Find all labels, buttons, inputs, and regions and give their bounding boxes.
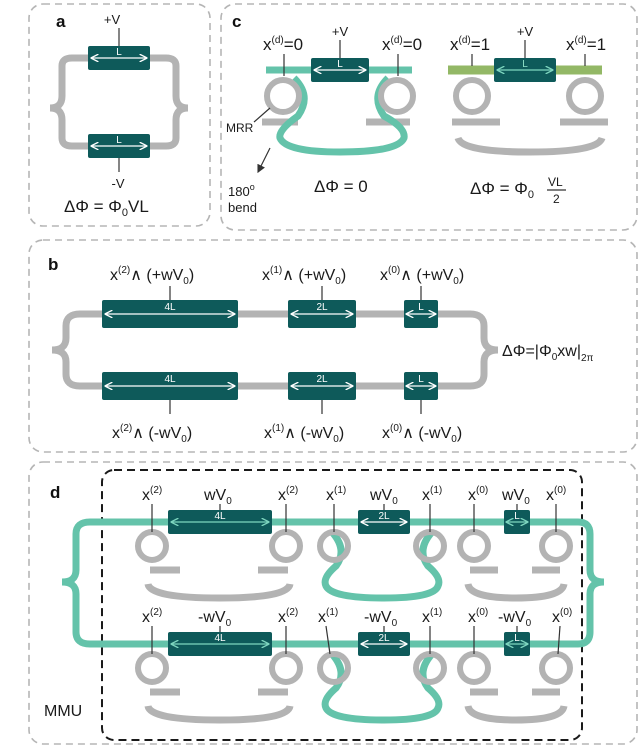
panel-b-bottom-label-2: x(2)∧ (-wV0) [112,423,192,445]
panel-d-top-unit1-bend [144,566,294,602]
panel-d-bottom-unit1-mod-label: 4L [214,633,226,644]
panel-b-bottom-label-0: x(0)∧ (-wV0) [382,423,462,445]
panel-b-bottom-label-1: x(1)∧ (-wV0) [264,423,344,445]
panel-d-bottom-unit2-mod-label: 2L [378,633,390,644]
panel-c-mrr-label: MRR [226,121,254,135]
panel-c-left-equation: ΔΦ = 0 [314,177,368,196]
panel-a-waveguide [49,54,189,150]
panel-d-bottom-x-2a: x(2) [142,607,162,626]
panel-c-left-mod-label: L [337,59,343,70]
panel-d-top-w-1: wV0 [203,487,232,507]
panel-b-top-mod-4L-label: 4L [164,302,176,313]
panel-d-bottom-w-1: -wV0 [198,609,232,629]
panel-c-right-voltage: +V [517,24,534,39]
panel-d-top-unit3-bend [464,566,568,602]
panel-d-bottom-x-1b: x(1) [422,607,442,626]
panel-d-top-unit2-mod-label: 2L [378,511,390,522]
panel-b-top-mod-2L-label: 2L [316,302,328,313]
panel-c-right-lower [452,118,608,156]
panel-b-top-label-2: x(2)∧ (+wV0) [110,265,194,287]
panel-d-bottom-w-2: -wV0 [364,609,398,629]
panel-a: a +V L L -V ΔΦ = Φ0VL [28,3,211,227]
panel-c-right-mod-label: L [522,59,528,70]
panel-d-frame [28,461,638,745]
panel-b-bottom-mod-L-label: L [418,374,424,385]
panel-d-top-x-0a: x(0) [468,485,488,504]
panel-d-top-x-0b: x(0) [546,485,566,504]
panel-d-top-x-2b: x(2) [278,485,298,504]
panel-c-bend-label-2: bend [228,200,257,215]
panel-d-top-w-2: wV0 [369,487,398,507]
panel-d-top-w-3: wV0 [501,487,530,507]
panel-c-bend-label: 180o [228,182,255,199]
panel-d-bottom-x-2b: x(2) [278,607,298,626]
panel-a-equation: ΔΦ = Φ0VL [64,197,149,219]
panel-d-bottom-x-0b: x(0) [552,607,572,626]
panel-d-top-unit1-ring2 [269,529,303,563]
panel-d-bottom-unit2-bend [321,651,443,724]
panel-d-mmu-frame [101,469,583,741]
panel-c-left-ring-1 [264,77,302,115]
panel-b-bottom-mod-4L-label: 4L [164,374,176,385]
panel-d-bottom-x-0a: x(0) [468,607,488,626]
panel-c-left-x1: x(d)=0 [263,35,303,54]
panel-c: c L +V x(d)=0 x(d)=0 MRR 180o bend ΔΦ = … [220,3,638,231]
panel-c-label: c [232,12,241,31]
panel-d-top-unit3-ring1 [457,529,491,563]
panel-c-right-ring-2 [566,77,604,115]
panel-d-bottom-unit3-mod-label: L [514,633,520,644]
panel-c-right-eq-num: VL [548,175,563,189]
panel-d-bottom-unit2-ring1 [317,651,351,685]
panel-d-top-unit1-mod-label: 4L [214,511,226,522]
panel-a-bottom-voltage: -V [112,176,125,191]
panel-d-bottom-unit3-bend [464,688,568,724]
panel-d-top-unit1-ring1 [135,529,169,563]
panel-b-equation: ΔΦ=|Φ0xw|2π [502,343,594,364]
panel-d-top-unit3-ring2 [539,529,573,563]
panel-d-top-x-2a: x(2) [142,485,162,504]
panel-d-bottom-unit3-ring1 [457,651,491,685]
panel-c-left-x2: x(d)=0 [382,35,422,54]
panel-d-bottom-x-1a: x(1) [318,607,338,626]
panel-c-right-ring-1 [453,77,491,115]
panel-b-top-label-0: x(0)∧ (+wV0) [380,265,464,287]
panel-d: d MMU 4L 2L L x(2) wV0 x(2) x(1) w [28,461,638,745]
panel-d-mmu-label: MMU [44,703,82,720]
panel-d-bottom-unit1-bend [144,688,294,724]
panel-c-left-ring-2 [378,77,416,115]
panel-b-top-mod-L-label: L [418,302,424,313]
panel-a-label: a [56,12,66,31]
panel-d-top-unit2-bend [321,529,443,602]
panel-c-right-x2: x(d)=1 [566,35,606,54]
panel-d-top-x-1b: x(1) [422,485,442,504]
panel-d-top-x-1a: x(1) [326,485,346,504]
panel-b-top-label-1: x(1)∧ (+wV0) [262,265,346,287]
panel-d-top-unit3-mod-label: L [514,511,520,522]
panel-b-bottom-mod-2L-label: 2L [316,374,328,385]
panel-a-top-voltage: +V [104,12,121,27]
panel-d-bottom-unit1-ring1 [135,651,169,685]
panel-b-frame [28,239,638,453]
panel-c-right-x1: x(d)=1 [450,35,490,54]
panel-c-frame [220,3,638,231]
panel-c-right-equation: ΔΦ = Φ0 [470,179,534,201]
panel-a-top-mod-label: L [116,47,122,58]
panel-d-bottom-unit3-ring2 [539,651,573,685]
panel-d-label: d [50,483,60,502]
panel-a-frame [28,3,211,227]
panel-d-bottom-w-3: -wV0 [498,609,532,629]
panel-c-right-eq-den: 2 [553,192,560,206]
panel-b-label: b [48,255,58,274]
panel-a-bottom-mod-label: L [116,135,122,146]
panel-b-waveguide [51,310,499,390]
panel-d-bottom-unit1-ring2 [269,651,303,685]
panel-b: b 4L 2L L x(2)∧ (+wV0) x(1)∧ (+wV0) x(0)… [28,239,638,453]
panel-c-left-voltage: +V [332,24,349,39]
